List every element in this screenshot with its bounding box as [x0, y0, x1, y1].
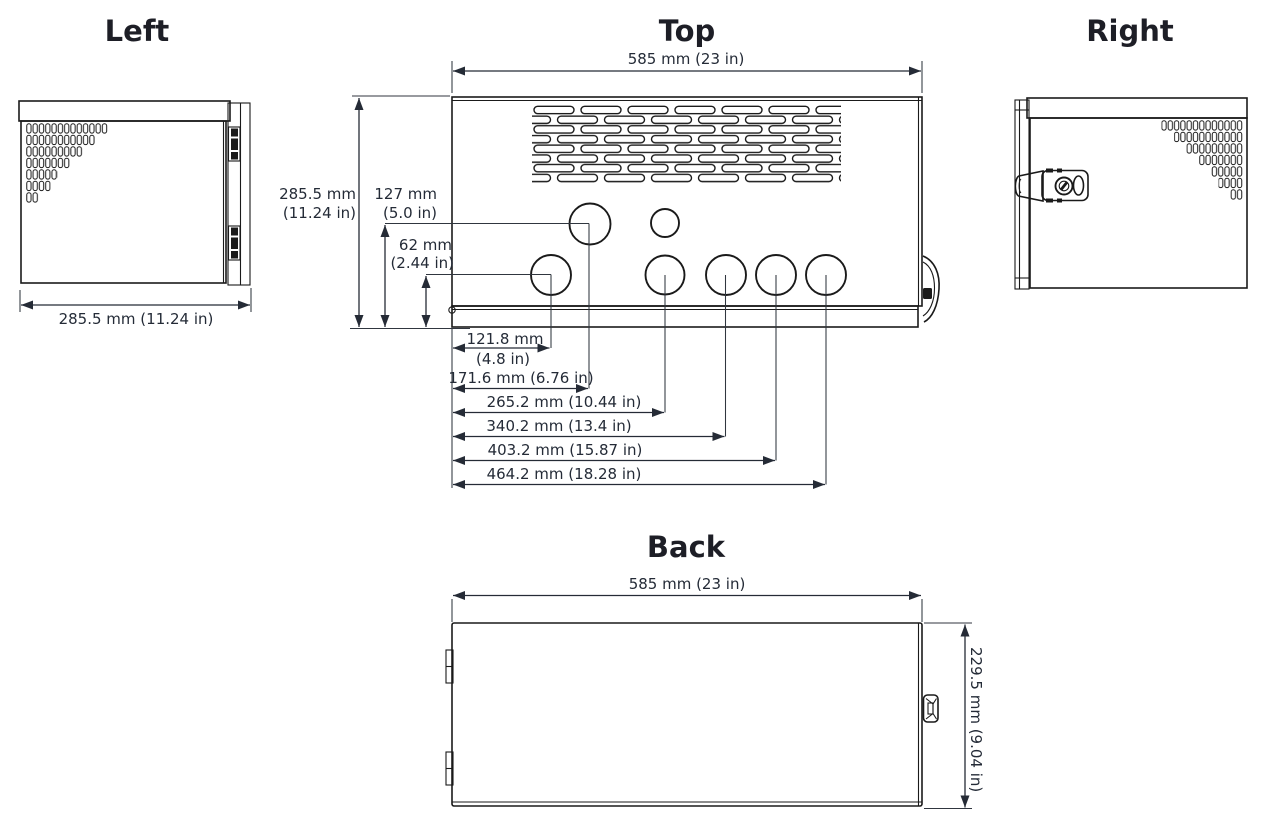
offset-dim-5-label: 464.2 mm (18.28 in): [487, 465, 642, 483]
left-view: Left 285.5 mm (11.24 in): [18, 14, 252, 328]
top-front-rail: [451, 305, 919, 328]
hinge-icon: [445, 751, 454, 786]
back-body-outline: [451, 622, 923, 807]
hinge-icon: [227, 225, 241, 261]
top-width-dim-label: 585 mm (23 in): [628, 50, 745, 68]
left-view-title: Left: [105, 14, 170, 48]
hole-offset-dimensions: 121.8 mm (4.8 in) 171.6 mm (6.76 in) 265…: [448, 330, 825, 489]
offset-dim-4-label: 403.2 mm (15.87 in): [488, 441, 643, 459]
offset-dim-0-in: (4.8 in): [476, 350, 530, 368]
offset-dim-3-label: 340.2 mm (13.4 in): [486, 417, 631, 435]
back-view: Back 585 mm (23 in) 229.5 mm (9.04: [445, 530, 985, 810]
offset-dim-1-label: 171.6 mm (6.76 in): [448, 369, 593, 387]
hinge-icon: [227, 126, 241, 162]
offset-dim-0-mm: 121.8 mm: [467, 330, 544, 348]
hinge-icon: [445, 649, 454, 684]
back-view-title: Back: [647, 530, 726, 564]
lower-hole-height-dim-in: (2.44 in): [390, 254, 454, 272]
hole: [650, 208, 680, 238]
latch-icon: [922, 255, 940, 323]
latch-handle-icon: [1014, 168, 1089, 203]
top-view-title: Top: [659, 14, 716, 48]
vent-grid: [1161, 120, 1243, 201]
right-view-title: Right: [1086, 14, 1174, 48]
upper-hole-height-dim-in: (5.0 in): [383, 204, 437, 222]
lower-hole-height-dim-mm: 62 mm: [399, 236, 452, 254]
right-door-edge: [1014, 99, 1030, 290]
rail-pivot: [448, 306, 456, 314]
right-view: Right: [1014, 14, 1248, 290]
vent-grid: [26, 123, 108, 204]
left-top-band: [18, 100, 231, 122]
back-height-dim-label: 229.5 mm (9.04 in): [967, 647, 985, 792]
upper-hole-height-dim-mm: 127 mm: [374, 185, 437, 203]
top-view: Top 585 mm (23 in) 285: [279, 14, 940, 489]
left-body-outline: [20, 120, 227, 284]
offset-dim-2-label: 265.2 mm (10.44 in): [487, 393, 642, 411]
right-body-outline: [1029, 117, 1248, 289]
top-height-dim-in: (11.24 in): [283, 204, 356, 222]
left-width-dim-label: 285.5 mm (11.24 in): [59, 310, 214, 328]
vent-grid: [532, 105, 841, 183]
top-height-dim-mm: 285.5 mm: [279, 185, 356, 203]
back-width-dim-label: 585 mm (23 in): [629, 575, 746, 593]
latch-icon: [922, 694, 939, 723]
right-top-band: [1026, 97, 1248, 119]
left-door-edge: [227, 102, 251, 286]
